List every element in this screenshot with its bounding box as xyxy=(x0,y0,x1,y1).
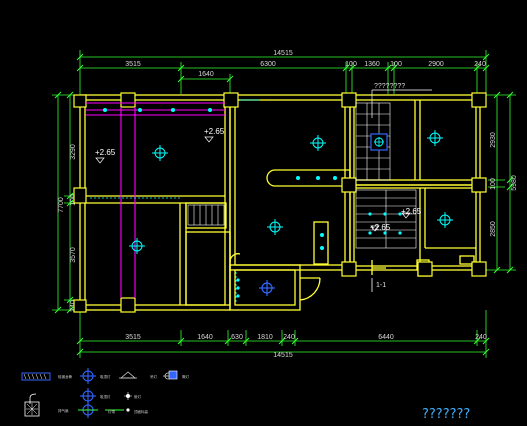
legend-label-9: 顶面标高 xyxy=(134,409,148,414)
dim-right-total: 5980 xyxy=(511,175,518,191)
exhaust-fan xyxy=(370,133,388,151)
legend-spot-light-icon xyxy=(80,388,96,404)
section-label: 1-1 xyxy=(376,282,386,289)
legend-level-icon xyxy=(126,408,130,412)
legend-label-3: 吊灯 xyxy=(150,374,157,379)
level-markers xyxy=(95,136,411,232)
dim-top-seg-2: 6300 xyxy=(260,61,276,68)
level-label-1: +2.65 xyxy=(95,148,116,157)
legend-label-7: 排气扇 xyxy=(58,408,69,413)
dim-bottom-seg-4: 1810 xyxy=(257,334,273,341)
dim-bottom-seg-7: 240 xyxy=(475,334,487,341)
legend-exhaust-fan-icon xyxy=(24,401,40,417)
dim-top-seg-4: 1360 xyxy=(364,61,380,68)
level-label-2: +2.65 xyxy=(204,127,225,136)
ceiling-lights xyxy=(129,130,453,254)
ceiling-track-lines xyxy=(86,102,225,298)
dim-bottom-seg-6: 6440 xyxy=(378,334,394,341)
dim-bottom-seg-2: 1640 xyxy=(197,334,213,341)
legend-star-light-icon xyxy=(124,392,132,400)
dim-top-total: 14515 xyxy=(273,50,293,57)
drawing-title-note: ??????? xyxy=(422,407,470,422)
legend-label-4: 筒灯 xyxy=(182,374,189,379)
legend-wall-lamp-icon xyxy=(29,393,37,404)
ceiling-light-strip xyxy=(90,99,260,302)
dim-top-sub: 1640 xyxy=(198,71,214,78)
legend-label-8: 灯带 xyxy=(108,409,115,414)
dim-top-seg-1: 3515 xyxy=(125,61,141,68)
dimension-ticks xyxy=(54,53,514,356)
dim-bottom-seg-5: 240 xyxy=(283,334,295,341)
dim-left-seg-1: 3290 xyxy=(70,144,77,160)
legend-vent-icon xyxy=(168,370,178,380)
legend-ceiling-light-icon xyxy=(80,368,96,384)
stair-note-leader xyxy=(371,89,432,118)
legend-label-1: 轻钢龙骨 xyxy=(58,374,72,379)
stair-note: ???????? xyxy=(374,83,405,90)
floor-plan-walls xyxy=(79,94,481,311)
legend: 轻钢龙骨 吸顶灯 吊灯 筒灯 吸顶灯 射灯 排气扇 灯带 顶面标高 xyxy=(21,368,189,418)
dim-top-seg-7: 240 xyxy=(474,61,486,68)
dim-top-seg-6: 2900 xyxy=(428,61,444,68)
dim-bottom-seg-1: 3515 xyxy=(125,334,141,341)
dim-left-seg-2: 3570 xyxy=(70,247,77,263)
legend-pendant-icon xyxy=(119,371,137,379)
dim-bottom-seg-3: 630 xyxy=(231,334,243,341)
legend-label-2: 吸顶灯 xyxy=(100,374,111,379)
dim-right-seg-2: 2850 xyxy=(490,221,497,237)
legend-label-5: 吸顶灯 xyxy=(100,394,111,399)
level-label-4: +2.65 xyxy=(401,207,422,216)
structural-columns xyxy=(73,92,487,313)
dim-bottom-total: 14515 xyxy=(273,352,293,359)
dim-top-seg-5: 100 xyxy=(390,61,402,68)
legend-label-6: 射灯 xyxy=(134,394,141,399)
dim-right-seg-1: 2930 xyxy=(490,132,497,148)
dim-left-total: 7700 xyxy=(58,197,65,213)
dim-right-mid: 100 xyxy=(490,178,497,190)
legend-steel-keel-icon xyxy=(21,372,51,381)
dim-top-seg-3: 100 xyxy=(345,61,357,68)
down-lights xyxy=(103,108,402,298)
level-label-3: +2.65 xyxy=(370,223,391,232)
pendant-lamp xyxy=(259,280,275,296)
